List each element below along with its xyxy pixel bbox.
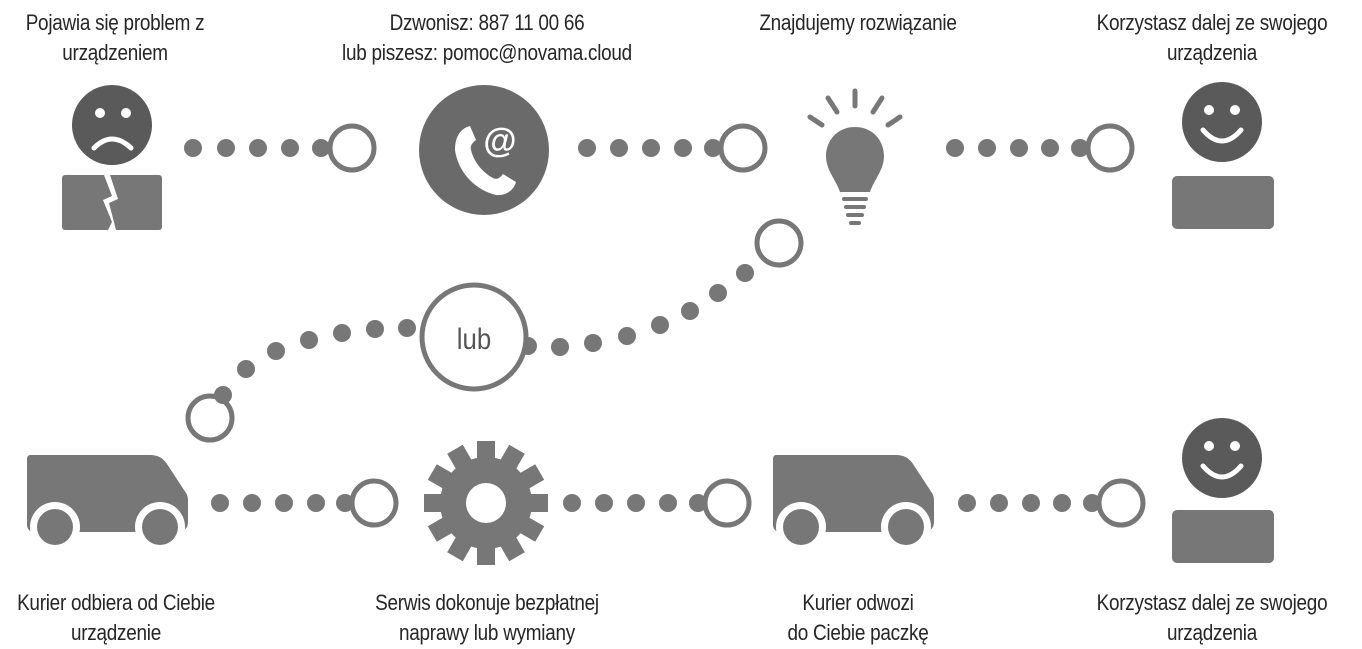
connector-dot (267, 342, 285, 360)
connector-dot (618, 327, 636, 345)
step-label-line: urządzenie (70, 620, 161, 645)
step-label-line: urządzeniem (62, 40, 168, 65)
step-label-continue-top: Korzystasz dalej ze swojego urządzenia (1083, 8, 1341, 68)
connector-dot (249, 139, 267, 157)
connector-dot (946, 139, 964, 157)
connector-dot (642, 139, 660, 157)
connector-ring (1085, 123, 1135, 173)
step-label-line: lub piszesz: pomoc@novama.cloud (342, 40, 632, 65)
connector-dot (551, 338, 569, 356)
connector-ring (1096, 478, 1146, 528)
connector-dot (1022, 494, 1040, 512)
connector-dot (659, 494, 677, 512)
connector-dot (563, 494, 581, 512)
connector-dot (217, 139, 235, 157)
connector-dot (307, 494, 325, 512)
step-label-line: Korzystasz dalej ze swojego (1096, 590, 1328, 615)
connector-dot (366, 320, 384, 338)
step-label-line: Pojawia się problem z (25, 10, 205, 35)
step-label-problem: Pojawia się problem z urządzeniem (8, 8, 223, 68)
connector-dot (578, 139, 596, 157)
or-node-ring (419, 282, 529, 392)
connector-ring (185, 393, 235, 443)
step-label-line: do Ciebie paczkę (787, 620, 929, 645)
connector-ring (327, 123, 377, 173)
connector-dot (1083, 494, 1101, 512)
sad-face-broken-device-icon (62, 85, 162, 230)
gear-icon (424, 441, 548, 565)
connector-dot (398, 319, 416, 337)
connector-ring (718, 123, 768, 173)
van-icon (27, 455, 188, 552)
connector-dot (281, 139, 299, 157)
step-label-service: Serwis dokonuje bezpłatnej naprawy lub w… (362, 588, 611, 648)
connector-dot (627, 494, 645, 512)
connector-dots (184, 139, 1101, 512)
or-node-label: lub (457, 322, 491, 355)
connector-dot (184, 139, 202, 157)
connector-dot (595, 494, 613, 512)
connector-dot (584, 334, 602, 352)
lightbulb-icon (807, 88, 903, 225)
step-label-line: Serwis dokonuje bezpłatnej (375, 590, 599, 615)
happy-face-device-icon (1172, 82, 1274, 229)
connector-dot (674, 139, 692, 157)
connector-ring (702, 478, 752, 528)
or-node: lub (419, 282, 529, 392)
step-label-line: Korzystasz dalej ze swojego (1096, 10, 1328, 35)
connector-ring (754, 218, 804, 268)
connector-dot (681, 302, 699, 320)
connector-ring (349, 478, 399, 528)
connector-dot (243, 494, 261, 512)
connector-dot (336, 494, 354, 512)
step-label-line: Znajdujemy rozwiązanie (759, 10, 957, 35)
step-label-line: Kurier odbiera od Ciebie (17, 590, 215, 615)
happy-face-device-icon (1172, 418, 1274, 563)
step-label-continue-bottom: Korzystasz dalej ze swojego urządzenia (1083, 588, 1341, 648)
connector-dot (736, 264, 754, 282)
connector-dot (978, 139, 996, 157)
connector-dot (333, 324, 351, 342)
step-label-return: Kurier odwozi do Ciebie paczkę (757, 588, 960, 648)
connector-dot (990, 494, 1008, 512)
step-label-pickup: Kurier odbiera od Ciebie urządzenie (3, 588, 228, 648)
step-label-contact: Dzwonisz: 887 11 00 66 lub piszesz: pomo… (326, 8, 648, 68)
connector-dot (1010, 139, 1028, 157)
phone-email-icon: @ (419, 85, 549, 215)
connector-dot (312, 139, 330, 157)
connector-dot (651, 316, 669, 334)
connector-dot (689, 494, 707, 512)
step-label-line: urządzenia (1166, 40, 1257, 65)
at-symbol: @ (483, 122, 516, 160)
connector-dot (610, 139, 628, 157)
van-icon (773, 455, 934, 552)
connector-dot (704, 139, 722, 157)
step-label-line: Dzwonisz: 887 11 00 66 (389, 10, 585, 35)
connector-dot (709, 284, 727, 302)
connector-dot (237, 360, 255, 378)
connector-dot (1071, 139, 1089, 157)
connector-rings (185, 123, 1146, 528)
step-label-line: urządzenia (1166, 620, 1257, 645)
connector-dot (211, 494, 229, 512)
connector-dot (1041, 139, 1059, 157)
connector-dot (300, 331, 318, 349)
connector-dot (275, 494, 293, 512)
step-label-line: Kurier odwozi (802, 590, 914, 615)
connector-dot (1053, 494, 1071, 512)
step-label-solution: Znajdujemy rozwiązanie (748, 8, 968, 38)
connector-dot (958, 494, 976, 512)
step-label-line: naprawy lub wymiany (399, 620, 575, 645)
